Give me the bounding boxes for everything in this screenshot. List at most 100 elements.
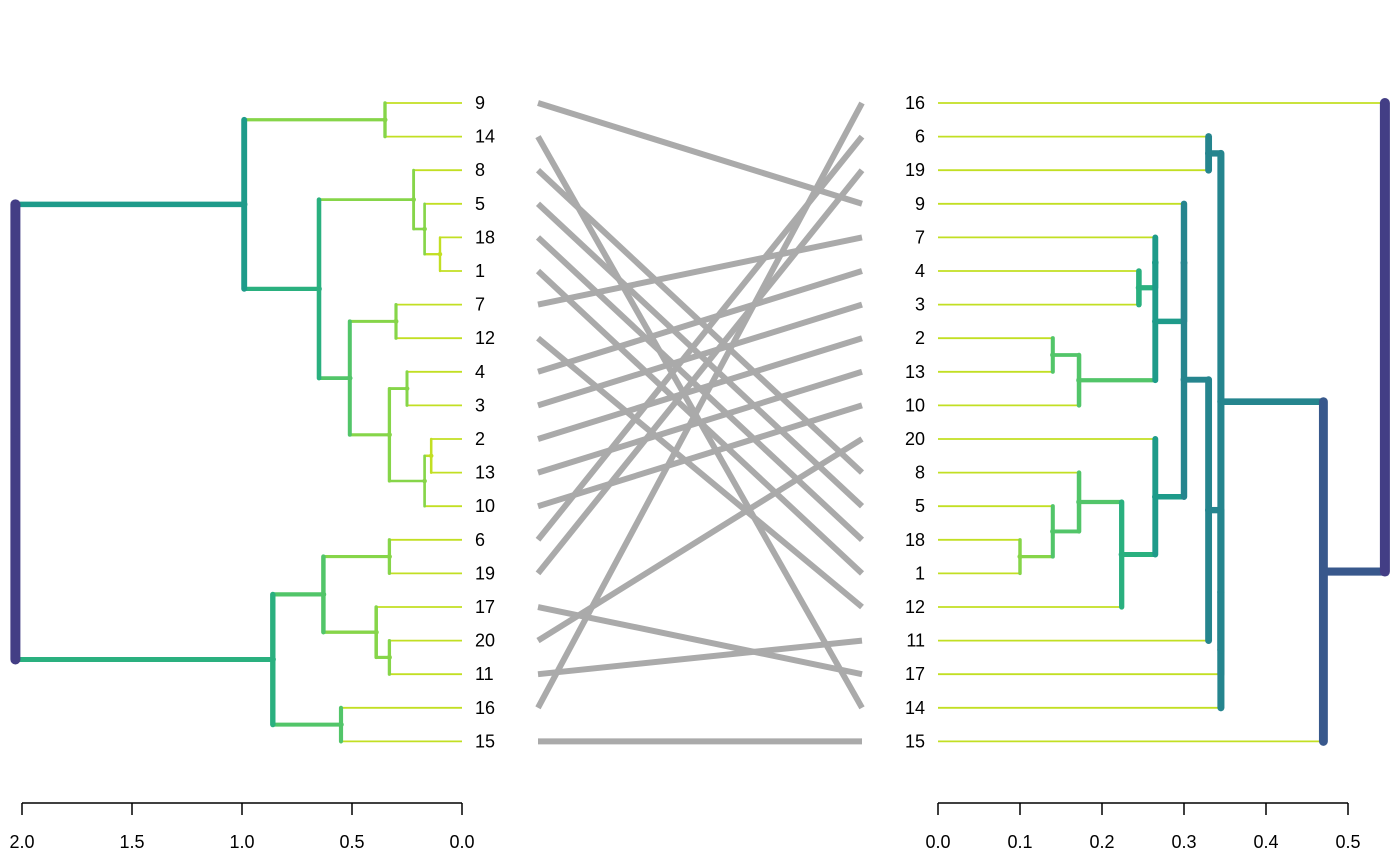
left-merge-14 — [373, 605, 462, 660]
connector-line — [537, 301, 863, 409]
right-leaf-label: 17 — [905, 664, 925, 684]
left-merge-11 — [240, 116, 385, 292]
left-merge-3 — [411, 168, 462, 231]
right-leaf-label: 19 — [905, 160, 925, 180]
connector-line — [537, 268, 863, 375]
right-merge-0 — [938, 133, 1213, 174]
left-merge-16 — [338, 705, 462, 744]
right-merge-18 — [938, 98, 1390, 577]
right-merge-17 — [938, 397, 1328, 746]
right-merge-3 — [938, 336, 1056, 374]
left-leaf-label: 7 — [475, 295, 485, 315]
right-leaf-label: 6 — [915, 127, 925, 147]
right-leaf-label: 5 — [915, 496, 925, 516]
right-leaf-label: 15 — [905, 731, 925, 751]
right-dendrogram — [938, 98, 1390, 746]
right-leaf-label: 16 — [905, 93, 925, 113]
right-merge-14 — [938, 506, 1225, 678]
right-axis-tick-label: 0.2 — [1089, 832, 1114, 852]
right-merge-9 — [938, 470, 1082, 534]
left-leaf-label: 5 — [475, 194, 485, 214]
left-leaf-label: 4 — [475, 362, 485, 382]
left-merge-6 — [428, 437, 462, 474]
right-leaf-label: 12 — [905, 597, 925, 617]
right-merge-2 — [938, 234, 1159, 291]
left-merge-2 — [422, 202, 462, 256]
right-leaf-label: 4 — [915, 261, 925, 281]
right-axis-tick-label: 0.4 — [1253, 832, 1278, 852]
left-leaf-label: 16 — [475, 698, 495, 718]
left-leaf-label: 13 — [475, 463, 495, 483]
left-axis-tick-label: 1.0 — [229, 832, 254, 852]
left-dendrogram — [10, 101, 462, 744]
right-leaf-label: 1 — [915, 563, 925, 583]
right-leaf-label: 18 — [905, 530, 925, 550]
left-merge-17 — [269, 591, 341, 728]
left-merge-15 — [320, 554, 390, 635]
right-merge-4 — [938, 352, 1082, 408]
connector-line — [535, 168, 865, 576]
connector-line — [537, 335, 863, 442]
right-merge-7 — [938, 538, 1023, 576]
right-leaf-label: 2 — [915, 328, 925, 348]
left-merge-10 — [316, 197, 414, 381]
right-merge-1 — [938, 268, 1143, 308]
connector-line — [537, 100, 863, 207]
right-leaf-label: 11 — [906, 631, 925, 651]
connector-line — [537, 604, 863, 678]
right-axis-tick-label: 0.0 — [925, 832, 950, 852]
left-leaf-label: 9 — [475, 93, 485, 113]
connector-lines — [535, 100, 865, 745]
right-axis-tick-label: 0.3 — [1171, 832, 1196, 852]
right-merge-11 — [938, 436, 1159, 558]
left-merge-12 — [386, 538, 462, 576]
right-axis-tick-label: 0.1 — [1007, 832, 1032, 852]
connector-line — [537, 637, 863, 678]
left-leaf-label: 6 — [475, 530, 485, 550]
right-merge-10 — [938, 499, 1125, 610]
right-leaf-label: 10 — [905, 395, 925, 415]
right-leaf-label: 7 — [915, 227, 925, 247]
left-merge-4 — [393, 303, 462, 340]
right-leaf-label: 8 — [915, 463, 925, 483]
left-leaf-label: 17 — [475, 597, 495, 617]
right-axis-tick-label: 0.5 — [1335, 832, 1360, 852]
left-axis-tick-label: 2.0 — [9, 832, 34, 852]
left-axis-tick-label: 0.5 — [339, 832, 364, 852]
left-leaf-label: 18 — [475, 227, 495, 247]
right-leaf-label: 3 — [915, 295, 925, 315]
left-axis-tick-label: 0.0 — [449, 832, 474, 852]
left-leaf-label: 2 — [475, 429, 485, 449]
left-merge-18 — [10, 199, 273, 665]
connector-line — [537, 234, 863, 308]
left-leaf-label: 11 — [475, 664, 494, 684]
left-node-point — [10, 427, 20, 437]
right-merge-15 — [938, 588, 1225, 712]
right-merge-8 — [938, 504, 1056, 559]
right-merge-5 — [1079, 259, 1159, 384]
left-leaf-label: 14 — [475, 127, 495, 147]
left-merge-1 — [437, 236, 462, 273]
left-leaf-label: 1 — [475, 261, 485, 281]
right-merge-13 — [938, 376, 1213, 645]
left-merge-13 — [386, 638, 462, 676]
right-leaf-label: 20 — [905, 429, 925, 449]
left-leaf-label: 12 — [475, 328, 495, 348]
left-merge-7 — [422, 454, 462, 508]
left-leaf-label: 19 — [475, 563, 495, 583]
connector-line — [535, 101, 865, 710]
right-node-point — [1380, 332, 1390, 342]
connector-line — [536, 335, 864, 610]
connector-line — [537, 402, 863, 510]
left-leaf-label: 10 — [475, 496, 495, 516]
left-merge-0 — [382, 101, 462, 139]
connector-line — [537, 368, 863, 476]
left-leaf-label: 8 — [475, 160, 485, 180]
left-leaf-label: 20 — [475, 631, 495, 651]
right-leaf-label: 13 — [905, 362, 925, 382]
left-axis-tick-label: 1.5 — [119, 832, 144, 852]
right-merge-12 — [1155, 259, 1188, 500]
